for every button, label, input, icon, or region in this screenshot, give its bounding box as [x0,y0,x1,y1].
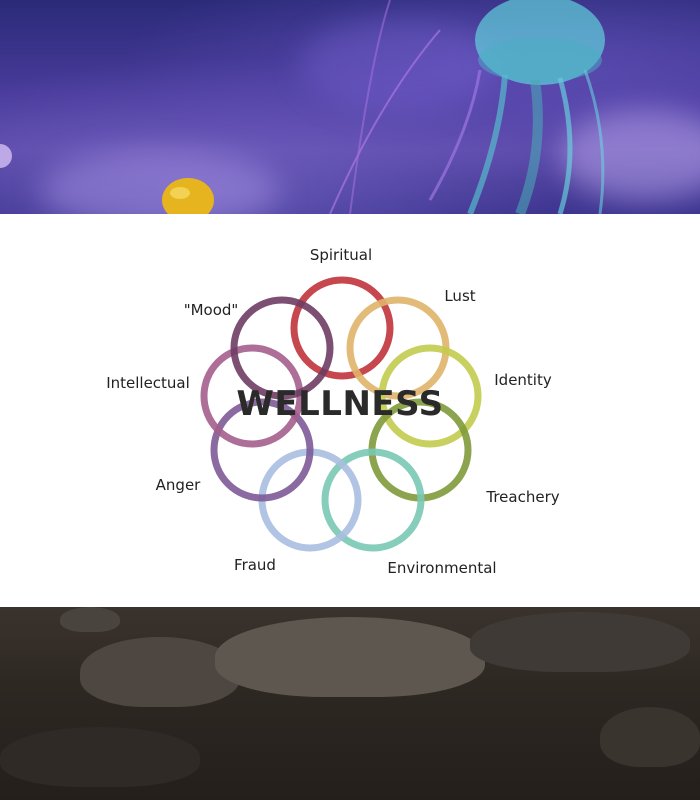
boulder [0,727,200,787]
bottom-banner-image [0,607,700,800]
boulder [470,612,690,672]
ring-7 [210,398,314,502]
ring-label-9: "Mood" [184,301,239,319]
boulder [80,637,240,707]
jellyfish-large [329,0,605,214]
jellyfish-illustration [0,0,605,214]
ring-label-7: Anger [156,476,202,494]
ring-5 [321,448,425,552]
ring-label-2: Lust [444,287,475,305]
ring-label-1: Spiritual [310,246,372,264]
jellyfish-small [162,178,214,214]
boulder [600,707,700,767]
bubble [0,144,12,168]
center-label: WELLNESS [236,384,443,424]
wellness-diagram: SpiritualLustIdentityTreacheryEnvironmen… [106,246,560,577]
ring-3 [378,344,482,448]
ring-9 [230,296,334,400]
ring-label-8: Intellectual [106,374,190,392]
ring-label-6: Fraud [234,556,276,574]
ring-label-4: Treachery [485,488,559,506]
ring-1 [290,276,394,380]
boulder [215,617,485,697]
ring-label-3: Identity [494,371,552,389]
boulder [60,607,120,632]
ring-label-5: Environmental [387,559,496,577]
top-banner-image [0,0,700,214]
